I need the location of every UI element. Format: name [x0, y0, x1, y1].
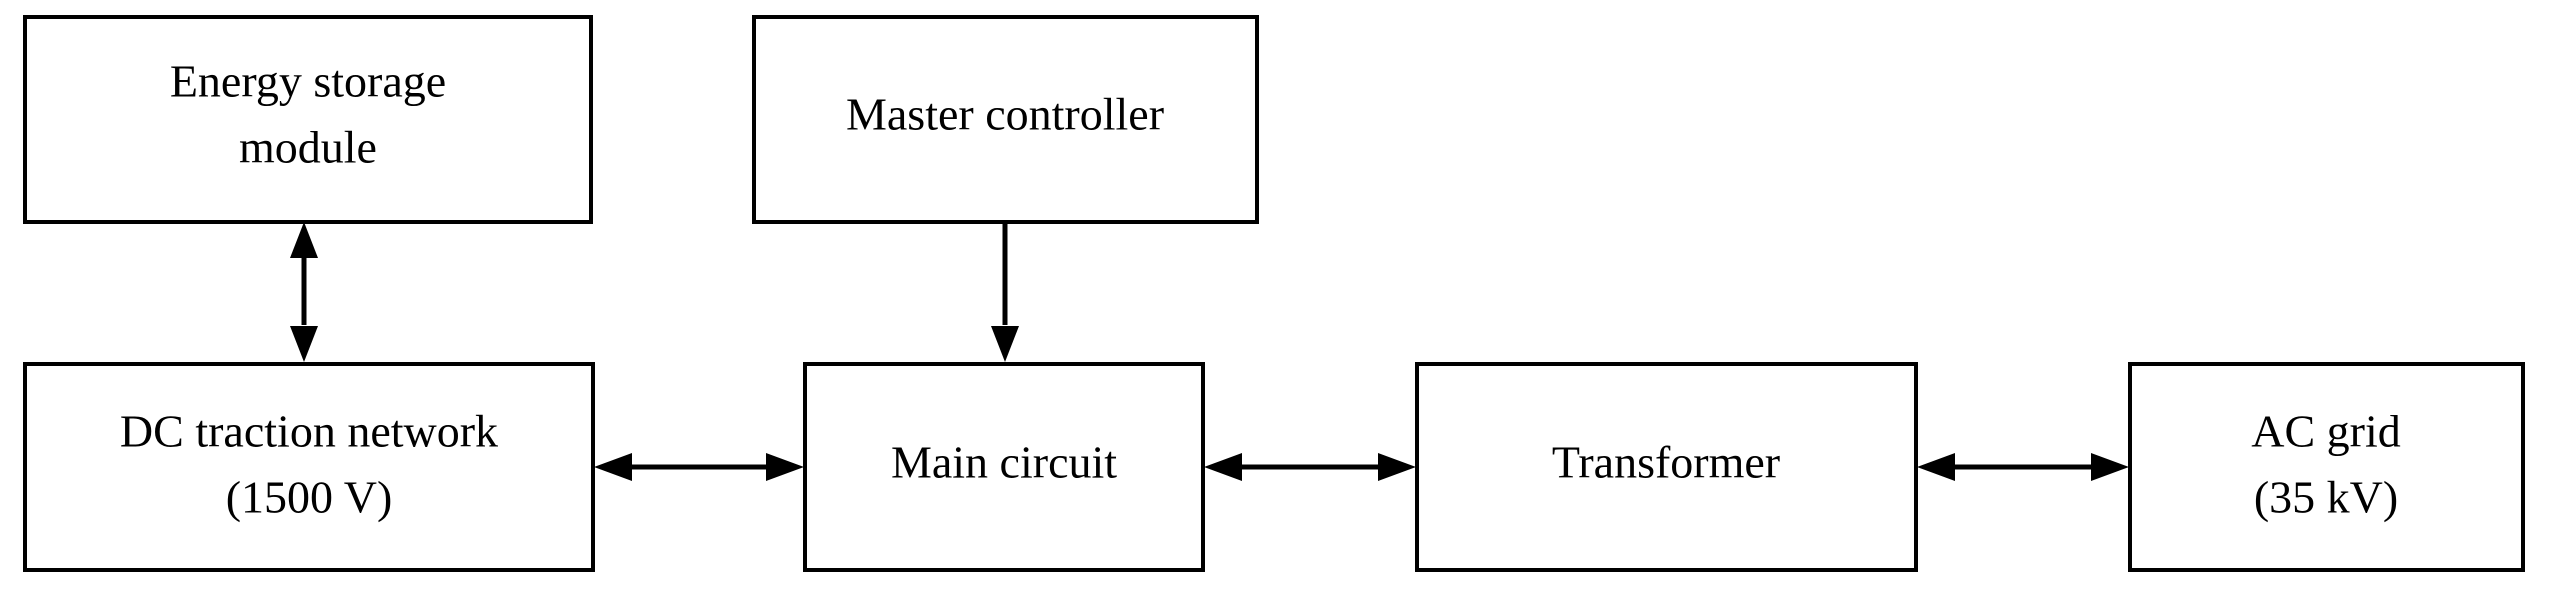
- arrowhead-up: [290, 222, 318, 258]
- node-label: Energy storage: [170, 56, 446, 107]
- box: [23, 362, 595, 572]
- arrowhead-right: [766, 453, 804, 481]
- box: [803, 362, 1205, 572]
- arrowhead-left: [1917, 453, 1955, 481]
- node-label: module: [239, 122, 377, 173]
- node-label: Main circuit: [891, 437, 1117, 488]
- node-label: (1500 V): [226, 472, 393, 523]
- edge-master-controller-main-circuit: [991, 222, 1019, 362]
- node-label: (35 kV): [2254, 472, 2398, 523]
- edge-transformer-ac-grid: [1917, 453, 2129, 481]
- node-label: DC traction network: [120, 406, 498, 457]
- node-label: Transformer: [1552, 437, 1780, 488]
- node-main-circuit: Main circuit: [803, 362, 1205, 572]
- node-energy-storage-module: Energy storage module: [23, 15, 593, 224]
- arrowhead-down: [290, 326, 318, 362]
- box: [752, 15, 1259, 224]
- box: [1415, 362, 1918, 572]
- node-label: Master controller: [846, 89, 1164, 140]
- edge-main-circuit-transformer: [1204, 453, 1416, 481]
- arrowhead-down: [991, 326, 1019, 362]
- connectors: [290, 222, 2129, 481]
- box: [2128, 362, 2525, 572]
- node-dc-traction-network: DC traction network (1500 V): [23, 362, 595, 572]
- node-master-controller: Master controller: [752, 15, 1259, 224]
- edge-energy-storage-dc-network: [290, 222, 318, 362]
- node-transformer: Transformer: [1415, 362, 1918, 572]
- arrowhead-right: [2091, 453, 2129, 481]
- edge-dc-network-main-circuit: [594, 453, 804, 481]
- arrowhead-right: [1378, 453, 1416, 481]
- arrowhead-left: [1204, 453, 1242, 481]
- node-label: AC grid: [2251, 406, 2401, 457]
- box: [23, 15, 593, 224]
- arrowhead-left: [594, 453, 632, 481]
- node-ac-grid: AC grid (35 kV): [2128, 362, 2525, 572]
